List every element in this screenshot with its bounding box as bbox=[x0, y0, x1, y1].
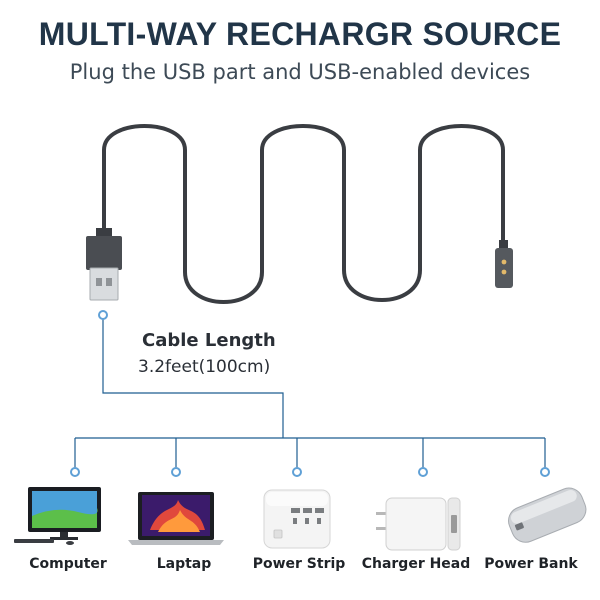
device-label-laptop: Laptap bbox=[156, 556, 212, 572]
connector-tree bbox=[74, 316, 546, 472]
charger-head-icon bbox=[376, 497, 461, 551]
computer-icon bbox=[14, 487, 101, 545]
laptop-icon bbox=[128, 492, 224, 545]
power-strip-icon bbox=[263, 489, 331, 549]
device-label-power-bank: Power Bank bbox=[484, 556, 578, 572]
page-subtitle: Plug the USB part and USB-enabled device… bbox=[69, 60, 531, 84]
device-label-power-strip: Power Strip bbox=[252, 556, 346, 572]
page-title: MULTI-WAY RECHARGR SOURCE bbox=[38, 16, 562, 52]
magnetic-connector-icon bbox=[495, 240, 513, 288]
cable-length-label: Cable Length bbox=[142, 330, 276, 351]
usb-a-plug-icon bbox=[86, 228, 122, 301]
connector-dots bbox=[70, 310, 550, 477]
cable-length-value: 3.2feet(100cm) bbox=[138, 357, 271, 377]
device-label-computer: Computer bbox=[29, 556, 107, 572]
charging-cable bbox=[102, 124, 505, 304]
power-bank-icon bbox=[508, 487, 587, 543]
device-label-charger-head: Charger Head bbox=[361, 556, 471, 572]
